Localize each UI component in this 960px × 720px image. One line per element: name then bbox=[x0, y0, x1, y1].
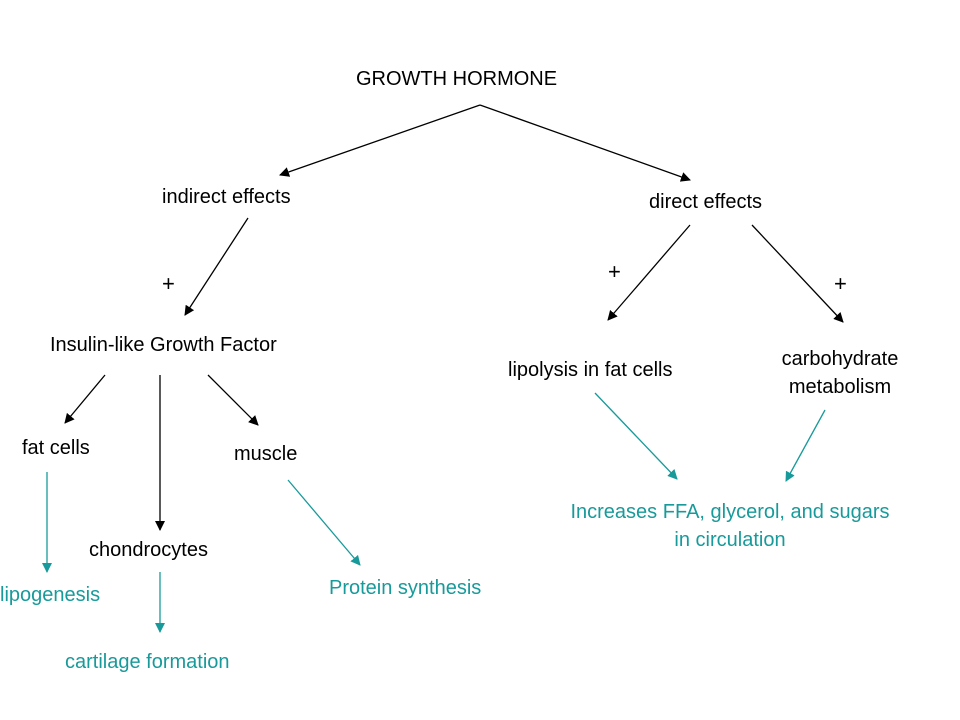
carbohydrate-plus-sign: + bbox=[834, 271, 847, 296]
lipogenesis-label: lipogenesis bbox=[0, 584, 101, 606]
carbohydrate-metabolism-label: carbohydrate metabolism bbox=[770, 347, 910, 399]
arrow-carbohydrate-to-increases bbox=[785, 409, 826, 482]
arrow-gh-to-direct bbox=[479, 104, 691, 182]
arrow-gh-to-indirect bbox=[279, 104, 481, 177]
growth-hormone-label: GROWTH HORMONE bbox=[356, 68, 558, 90]
arrow-igf-to-fat-cells bbox=[64, 374, 106, 424]
carbohydrate-line-2: metabolism bbox=[788, 376, 892, 398]
muscle-label: muscle bbox=[234, 443, 298, 465]
fat-cells-label: fat cells bbox=[22, 437, 90, 459]
lipolysis-plus-sign: + bbox=[608, 259, 621, 284]
igf-label: Insulin-like Growth Factor bbox=[50, 334, 277, 356]
chondrocytes-label: chondrocytes bbox=[89, 539, 208, 561]
igf-plus-sign: + bbox=[162, 271, 175, 296]
arrow-lipolysis-to-increases bbox=[594, 392, 678, 480]
protein-synthesis-label: Protein synthesis bbox=[329, 577, 482, 599]
arrow-igf-to-muscle bbox=[207, 374, 259, 426]
increases-line-2: in circulation bbox=[674, 529, 786, 551]
lipolysis-label: lipolysis in fat cells bbox=[508, 359, 673, 381]
increases-line-1: Increases FFA, glycerol, and sugars bbox=[570, 501, 890, 523]
direct-effects-label: direct effects bbox=[649, 191, 763, 213]
arrow-muscle-to-protein bbox=[287, 479, 361, 566]
arrow-direct-to-carbohydrate bbox=[751, 224, 844, 323]
increases-ffa-label: Increases FFA, glycerol, and sugars in c… bbox=[530, 500, 930, 552]
arrow-direct-to-lipolysis bbox=[607, 224, 691, 321]
carbohydrate-line-1: carbohydrate bbox=[781, 348, 899, 370]
indirect-effects-label: indirect effects bbox=[162, 186, 291, 208]
arrow-indirect-to-igf bbox=[184, 217, 249, 316]
cartilage-formation-label: cartilage formation bbox=[65, 651, 230, 673]
